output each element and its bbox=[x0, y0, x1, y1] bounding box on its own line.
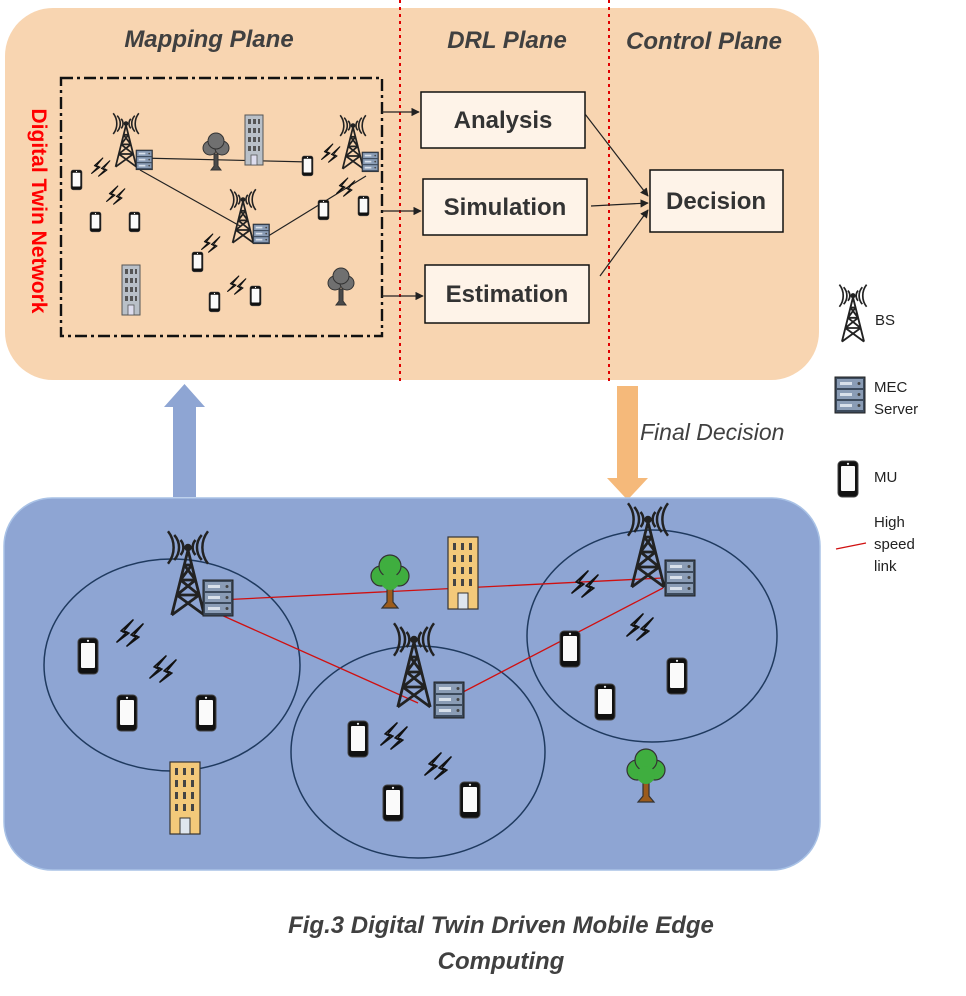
legend-mec-label-line1: MEC bbox=[874, 379, 908, 396]
building-icon bbox=[169, 761, 201, 835]
mobile-user-icon bbox=[116, 694, 138, 732]
mec-server-icon bbox=[433, 681, 465, 719]
building-icon bbox=[244, 114, 264, 166]
mec-server-icon bbox=[252, 223, 270, 245]
legend-bs-label: BS bbox=[875, 312, 895, 329]
mobile-user-icon bbox=[666, 657, 688, 695]
mobile-user-icon bbox=[301, 155, 314, 177]
physical-network-panel bbox=[3, 497, 821, 871]
building-icon bbox=[121, 264, 141, 316]
legend-mec-label-line2: Server bbox=[874, 401, 918, 418]
arrow-estimation-to-decision bbox=[599, 209, 649, 277]
cell-right bbox=[526, 529, 778, 743]
high-speed-links bbox=[218, 577, 664, 705]
legend-link-label-line3: link bbox=[874, 558, 897, 575]
mobile-user-icon bbox=[559, 630, 581, 668]
mobile-user-icon bbox=[77, 637, 99, 675]
bs-tower-icon bbox=[838, 283, 868, 343]
legend-link-line bbox=[835, 542, 867, 550]
final-decision-label: Final Decision bbox=[640, 419, 784, 445]
mobile-user-icon bbox=[594, 683, 616, 721]
digital-twin-panel bbox=[5, 8, 819, 380]
arrow-analysis-to-decision bbox=[584, 113, 649, 197]
building-icon bbox=[447, 536, 479, 610]
estimation-label: Estimation bbox=[446, 281, 569, 308]
down-arrow bbox=[607, 386, 648, 500]
mobile-user-icon bbox=[70, 169, 83, 191]
control-plane-title: Control Plane bbox=[626, 28, 782, 55]
estimation-box bbox=[424, 264, 590, 324]
mobile-user-icon bbox=[249, 285, 262, 307]
mobile-user-icon bbox=[191, 251, 204, 273]
mec-server-icon bbox=[202, 579, 234, 617]
caption-line2: Computing bbox=[438, 948, 565, 975]
mobile-user-icon bbox=[195, 694, 217, 732]
mec-server-icon bbox=[135, 149, 153, 171]
decision-label: Decision bbox=[666, 188, 766, 215]
mec-server-icon bbox=[664, 559, 696, 597]
mobile-user-icon bbox=[208, 291, 221, 313]
caption-line1: Fig.3 Digital Twin Driven Mobile Edge bbox=[288, 912, 714, 939]
mobile-user-icon bbox=[89, 211, 102, 233]
drl-plane-title: DRL Plane bbox=[447, 27, 567, 54]
cell-middle bbox=[290, 645, 546, 859]
mobile-user-icon bbox=[837, 460, 859, 498]
legend-mu-label: MU bbox=[874, 469, 897, 486]
mapping-network bbox=[70, 112, 379, 316]
mobile-user-icon bbox=[459, 781, 481, 819]
mobile-user-icon bbox=[347, 720, 369, 758]
mobile-user-icon bbox=[128, 211, 141, 233]
simulation-label: Simulation bbox=[444, 194, 567, 221]
simulation-box bbox=[422, 178, 588, 236]
mec-server-icon bbox=[361, 151, 379, 173]
decision-box bbox=[649, 169, 784, 233]
mec-server-icon bbox=[834, 376, 866, 414]
analysis-label: Analysis bbox=[454, 107, 553, 134]
digital-twin-network-label: Digital Twin Network bbox=[27, 109, 50, 314]
mapping-region bbox=[59, 76, 384, 338]
analysis-box bbox=[420, 91, 586, 149]
legend-link-label-line1: High bbox=[874, 514, 905, 531]
arrow-simulation-to-decision bbox=[590, 199, 649, 208]
up-arrow bbox=[164, 384, 205, 497]
mapping-plane-title: Mapping Plane bbox=[124, 26, 293, 53]
mobile-user-icon bbox=[317, 199, 330, 221]
legend-link-label-line2: speed bbox=[874, 536, 915, 553]
legend: BS MEC Server MU High speed link bbox=[834, 283, 918, 575]
mobile-user-icon bbox=[357, 195, 370, 217]
mobile-user-icon bbox=[382, 784, 404, 822]
